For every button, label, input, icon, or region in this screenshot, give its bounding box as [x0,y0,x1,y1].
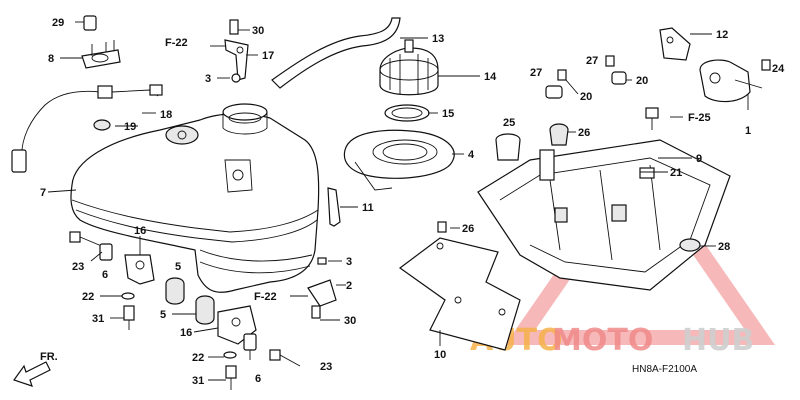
label-18: 18 [160,109,172,121]
leader-lines [47,21,749,381]
tank-bracket-top [210,19,249,83]
rubber-28 [679,238,701,252]
fuel-pump-assembly [11,15,163,173]
diagram-code: HN8A-F2100A [632,364,697,375]
label-19: 19 [124,121,136,133]
label-16b: 16 [180,327,192,339]
label-4: 4 [468,149,475,161]
label-7: 7 [40,187,46,199]
label-14: 14 [484,71,497,83]
label-6a: 6 [102,269,108,281]
tank-clip [327,187,341,227]
rubber-5a [165,277,185,305]
clip-25 [495,133,521,161]
label-25: 25 [503,117,515,129]
label-3a: 3 [205,73,211,85]
label-17: 17 [262,50,274,62]
cap-gasket [384,104,430,122]
label-23a: 23 [72,261,84,273]
label-22b: 22 [192,352,204,364]
watermark-triangle [505,150,775,345]
front-direction-arrow: FR. [13,351,58,387]
label-27b: 27 [530,67,542,79]
filler-ring [343,129,455,191]
label-6b: 6 [255,373,261,385]
fuel-cap [379,39,439,96]
label-15: 15 [442,108,454,120]
label-28: 28 [718,241,730,253]
collar-6b [243,333,257,351]
label-12: 12 [716,29,728,41]
label-27a: 27 [586,55,598,67]
heat-shield [398,237,521,351]
fuel-valve-2 [307,257,337,319]
label-9: 9 [696,153,702,165]
label-20b: 20 [580,91,592,103]
label-29: 29 [52,17,64,29]
label-20a: 20 [636,75,648,87]
mount-bracket-1 [699,59,771,103]
label-1: 1 [745,125,751,137]
label-f22b: F-22 [254,291,277,303]
watermark-text-hub: HUB [682,323,754,358]
label-22a: 22 [82,291,94,303]
breather-tube [271,17,401,89]
bolt-31a [123,305,135,330]
label-11: 11 [362,202,374,214]
fastener-f25 [645,107,659,130]
fuel-tank-tray [477,139,731,291]
part-labels: 29 8 18 19 7 30 F-22 17 3 13 14 15 4 11 … [40,17,785,387]
bolt-31b [225,365,237,390]
rubber-26a [549,123,569,146]
label-5b: 5 [160,309,166,321]
label-16a: 16 [134,225,146,237]
label-f25: F-25 [688,112,711,124]
label-2: 2 [346,280,352,292]
washer-22a [121,292,135,300]
bracket-16a [124,254,155,285]
fuel-tank [70,103,320,293]
front-label: FR. [40,351,58,363]
label-30b: 30 [344,315,356,327]
watermark-text-moto: MOTO [552,323,653,358]
bolt-23b [269,349,301,367]
label-30a: 30 [252,25,264,37]
label-26b: 26 [462,223,474,235]
front-arrow-icon [13,361,51,387]
label-26a: 26 [578,127,590,139]
label-8: 8 [48,53,54,65]
mount-bracket-12 [659,27,691,61]
rubber-5b [195,295,215,325]
label-31a: 31 [92,313,104,325]
bolt-23a [69,231,105,248]
label-23b: 23 [320,361,332,373]
label-f22a: F-22 [165,37,188,49]
label-21: 21 [670,167,682,179]
washer-22b [223,351,237,359]
grommet-20a [557,69,627,85]
label-31b: 31 [192,375,204,387]
label-3b: 3 [346,256,352,268]
grommet-20b [545,55,615,99]
label-10: 10 [434,349,446,361]
label-5a: 5 [175,261,181,273]
collar-6a [99,243,113,261]
screw-26b [437,221,447,233]
label-13: 13 [432,33,444,45]
label-24: 24 [772,63,785,75]
